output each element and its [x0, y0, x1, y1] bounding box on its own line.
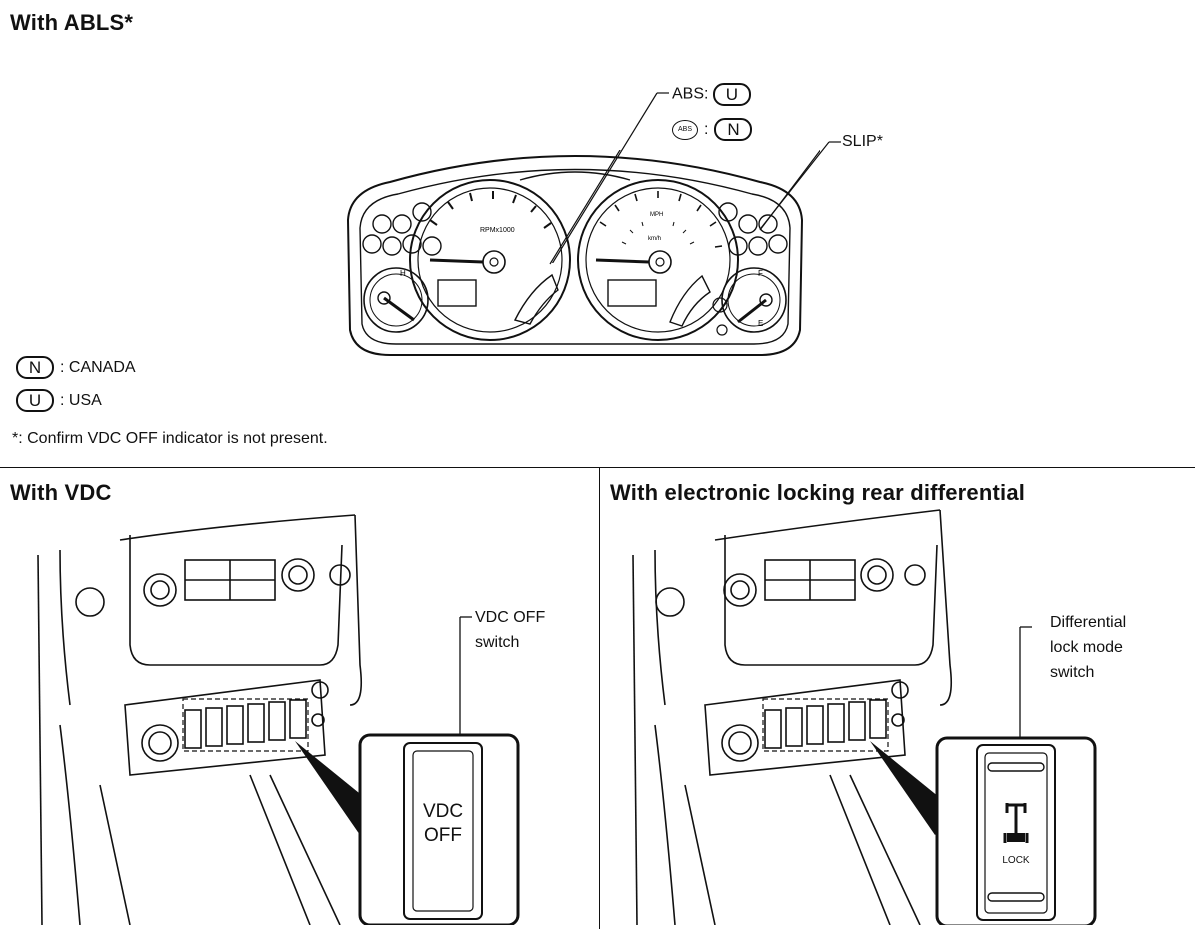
section-title-diff: With electronic locking rear differentia…: [610, 480, 1026, 505]
differential-lock-icon: [1003, 803, 1029, 843]
slip-callout-label: SLIP*: [842, 133, 883, 150]
vdc-off-switch: VDC OFF: [404, 800, 482, 848]
vdc-switch-line2: OFF: [424, 825, 462, 846]
diff-callout-line3: switch: [1050, 664, 1095, 681]
diff-lock-callout: Differential lock mode switch: [1050, 610, 1126, 685]
vdc-console-diagram: [37, 514, 520, 925]
legend-row-canada: N : CANADA: [16, 356, 136, 379]
temp-h-label: H: [400, 269, 406, 278]
diff-callout-line1: Differential: [1050, 614, 1127, 631]
fuel-e-label: E: [758, 319, 763, 328]
diff-callout-line2: lock mode: [1050, 639, 1123, 656]
vertical-divider: [599, 467, 600, 929]
instrument-cluster-diagram: H F E RPMx1000 MPH km/h: [346, 150, 820, 356]
abs-callout: ABS: U: [672, 83, 751, 106]
horizontal-divider: [0, 467, 1195, 468]
abs-label: ABS:: [672, 85, 709, 103]
vdc-switch-line1: VDC: [422, 801, 464, 822]
section-title-vdc: With VDC: [10, 480, 112, 505]
diff-console-diagram: [632, 509, 1097, 925]
legend-code: U: [16, 389, 54, 412]
abs-code-n: N: [714, 118, 753, 141]
footnote: *: Confirm VDC OFF indicator is not pres…: [12, 430, 328, 447]
legend-text: : CANADA: [60, 358, 136, 376]
speedo-mph-label: MPH: [650, 212, 663, 218]
abs-code-u: U: [712, 83, 751, 106]
tach-label: RPMx1000: [480, 227, 515, 234]
legend-row-usa: U : USA: [16, 389, 136, 412]
vdc-callout-line2: switch: [475, 634, 520, 651]
legend-text: : USA: [60, 391, 102, 409]
abs-icon-callout: ABS : N: [672, 118, 753, 141]
lock-label: LOCK: [1002, 855, 1030, 866]
legend: N : CANADA U : USA: [16, 356, 136, 412]
cluster-leader-lines: [551, 92, 841, 263]
section-title-abls: With ABLS*: [10, 10, 134, 35]
vdc-off-callout: VDC OFF switch: [475, 605, 545, 655]
abs-warning-icon: ABS: [672, 119, 698, 140]
legend-code: N: [16, 356, 54, 379]
speedo-kmh-label: km/h: [648, 236, 661, 242]
vdc-callout-line1: VDC OFF: [475, 609, 546, 626]
fuel-f-label: F: [758, 269, 763, 278]
